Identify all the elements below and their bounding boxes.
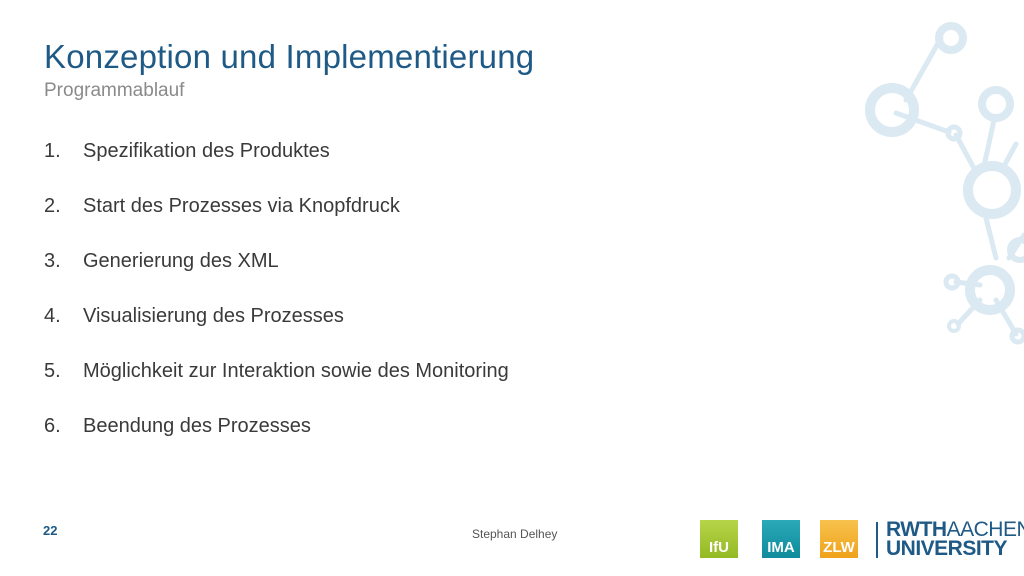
list-item-number: 1. (44, 140, 61, 162)
rwth-logo: RWTHAACHEN UNIVERSITY (886, 518, 1024, 560)
list-item-number: 3. (44, 250, 61, 272)
rwth-logo-university: UNIVERSITY (886, 537, 1008, 560)
rwth-logo-aachen: AACHEN (946, 518, 1024, 541)
list-item-number: 2. (44, 195, 61, 217)
list-item-text: Generierung des XML (83, 250, 279, 272)
list-item-text: Visualisierung des Prozesses (83, 305, 344, 327)
list-item: 1. Spezifikation des Produktes (44, 140, 509, 195)
zlw-logo: ZLW (820, 520, 858, 558)
ima-logo: IMA (762, 520, 800, 558)
rwth-logo-rwth: RWTH (886, 518, 947, 541)
ifu-logo: IfU (700, 520, 738, 558)
slide-title: Konzeption und Implementierung (44, 38, 535, 75)
list-item-number: 5. (44, 360, 61, 382)
list-item-number: 4. (44, 305, 61, 327)
author-name: Stephan Delhey (472, 527, 558, 541)
list-item-text: Möglichkeit zur Interaktion sowie des Mo… (83, 360, 509, 382)
page-number: 22 (43, 523, 58, 538)
list-item: 5. Möglichkeit zur Interaktion sowie des… (44, 360, 509, 415)
list-item-text: Start des Prozesses via Knopfdruck (83, 195, 400, 217)
network-decoration (865, 22, 1024, 345)
list-item-text: Beendung des Prozesses (83, 415, 311, 437)
list-item-text: Spezifikation des Produktes (83, 140, 330, 162)
list-item-number: 6. (44, 415, 61, 437)
list-item: 4. Visualisierung des Prozesses (44, 305, 509, 360)
list-item: 2. Start des Prozesses via Knopfdruck (44, 195, 509, 250)
logo-divider (876, 522, 878, 558)
slide-subtitle: Programmablauf (44, 80, 185, 101)
list-item: 6. Beendung des Prozesses (44, 415, 509, 470)
list-item: 3. Generierung des XML (44, 250, 509, 305)
steps-list: 1. Spezifikation des Produktes 2. Start … (44, 140, 509, 470)
